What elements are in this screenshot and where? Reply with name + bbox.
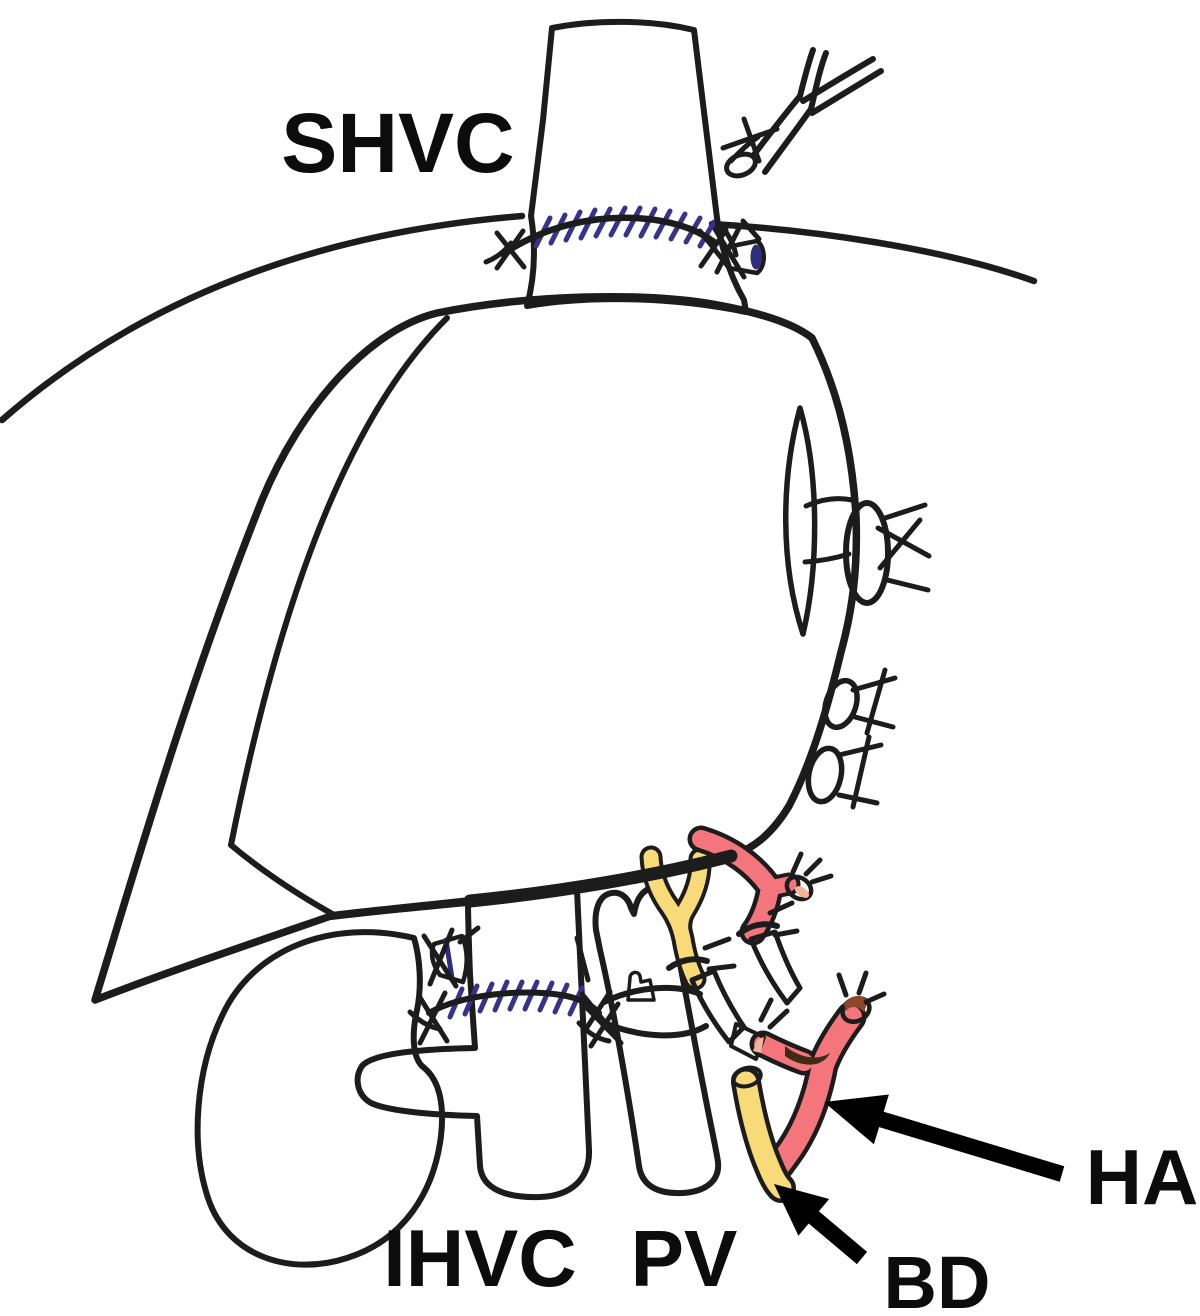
ihvc-body	[354, 887, 593, 1201]
ha-cut-sheath	[748, 929, 803, 1006]
label-ha: HA	[1086, 1133, 1199, 1221]
hepatic-artery-upper	[687, 825, 834, 1006]
bd-cut-sheath	[689, 968, 747, 1045]
bile-duct-upper	[639, 845, 747, 1045]
ha-arrow	[824, 1094, 1065, 1182]
bile-duct-lower	[731, 1065, 796, 1203]
label-ihvc: IHVC	[383, 1214, 577, 1304]
ha-lumen-crescent	[785, 1046, 830, 1065]
bd-arrow	[774, 1184, 868, 1265]
left-lobe-lower-edge	[228, 842, 339, 919]
ligated-branch-vessel	[720, 47, 884, 179]
ligated-stumps-right	[805, 500, 932, 810]
kidney	[194, 929, 446, 1268]
label-shvc: SHVC	[281, 96, 514, 190]
pv-body	[592, 884, 722, 1197]
pointer-arrows	[774, 1094, 1065, 1265]
portal-vein	[576, 884, 722, 1197]
label-pv: PV	[631, 1214, 738, 1303]
liver-hilum-edge	[327, 849, 738, 920]
labels: SHVC IHVC PV BD HA	[281, 96, 1198, 1316]
shvc-anastomosis	[483, 205, 739, 271]
pv-anastomosis	[576, 970, 709, 1049]
ihvc-side-stump	[421, 925, 481, 989]
left-lobe-inner-edge	[228, 315, 450, 848]
right-edge-fold	[783, 405, 818, 637]
shvc-body	[524, 18, 749, 315]
diaphragm-curves	[0, 212, 1038, 424]
shvc-vessel	[524, 18, 749, 315]
label-bd: BD	[884, 1241, 991, 1316]
